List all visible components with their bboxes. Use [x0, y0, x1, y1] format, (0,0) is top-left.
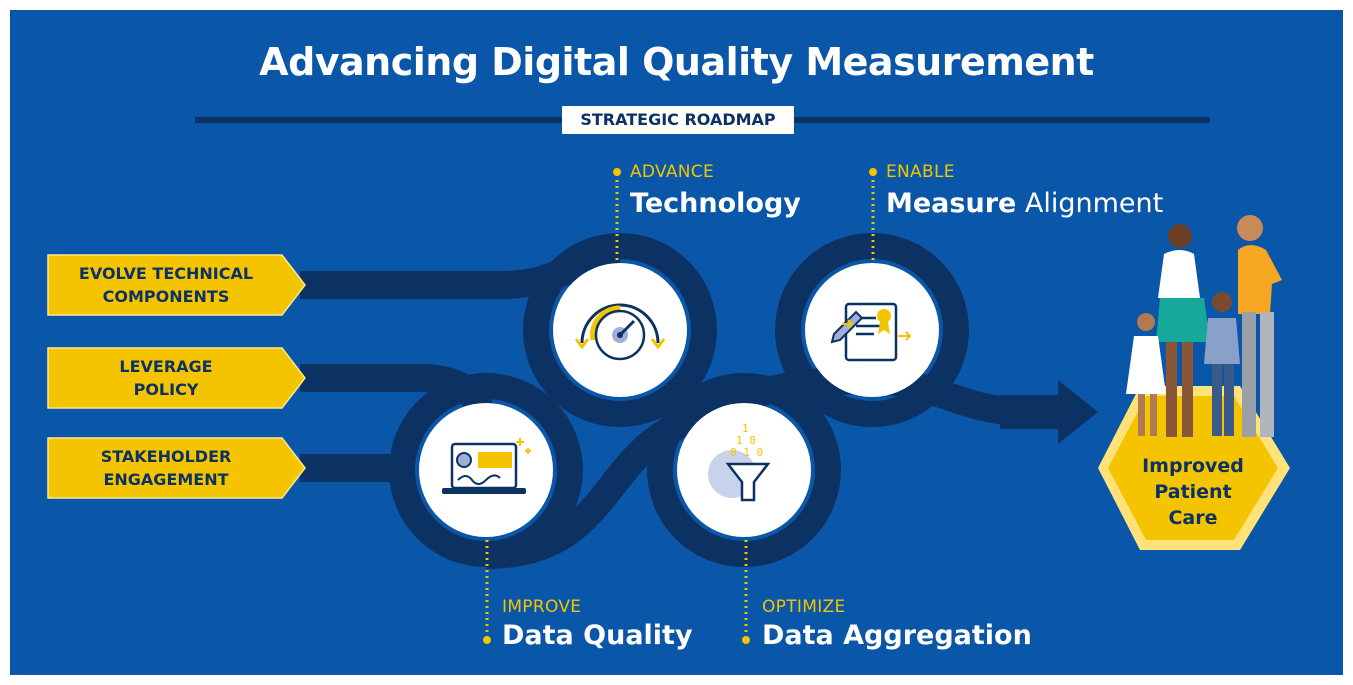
- badge-measure: [805, 263, 939, 397]
- input-label-1-line2: COMPONENTS: [102, 287, 230, 306]
- goal-label-line3: Care: [1168, 507, 1218, 529]
- milestone-technology-verb: ADVANCE: [630, 162, 715, 182]
- input-label-2: LEVERAGE POLICY: [50, 355, 282, 401]
- speedometer-icon: [574, 303, 666, 361]
- milestone-technology-title-bold: Technology: [630, 188, 801, 219]
- milestone-measure-title-bold: Measure: [886, 188, 1017, 219]
- goal-label-line2: Patient: [1154, 481, 1232, 503]
- leader-dot-quality: [483, 636, 491, 644]
- input-label-3-line2: ENGAGEMENT: [103, 470, 229, 489]
- badge-quality: [419, 403, 553, 537]
- input-label-1-line1: EVOLVE TECHNICAL: [78, 264, 254, 283]
- leader-dot-technology: [613, 168, 621, 176]
- milestone-quality-title-bold: Data Quality: [502, 620, 693, 651]
- milestone-measure-verb: ENABLE: [886, 162, 955, 182]
- laptop-chart-icon: [442, 438, 531, 494]
- subtitle-badge: STRATEGIC ROADMAP: [562, 106, 794, 134]
- input-label-3: STAKEHOLDER ENGAGEMENT: [50, 445, 282, 491]
- ring-technology: [523, 233, 717, 427]
- input-arrow-3: [47, 437, 306, 499]
- milestone-measure-title-rest: Alignment: [1016, 188, 1164, 219]
- svg-text:0 1 0: 0 1 0: [730, 446, 763, 459]
- input-label-2-line2: POLICY: [133, 380, 199, 399]
- svg-text:1 0: 1 0: [736, 434, 756, 447]
- milestone-measure-title: Measure Alignment: [886, 188, 1163, 219]
- milestone-quality-verb: IMPROVE: [502, 597, 582, 617]
- milestone-quality-title: Data Quality: [502, 620, 693, 651]
- goal-label: Improved Patient Care: [1118, 453, 1268, 531]
- milestone-aggregation-title-bold: Data Aggregation: [762, 620, 1032, 651]
- input-label-3-line1: STAKEHOLDER: [100, 447, 232, 466]
- leader-dot-measure: [869, 168, 877, 176]
- funnel-data-icon: 0 1 0 1 0 1: [708, 422, 771, 502]
- input-label-1: EVOLVE TECHNICAL COMPONENTS: [50, 262, 282, 308]
- ring-aggregation: [647, 373, 841, 567]
- input-arrow-2: [47, 347, 306, 409]
- input-label-2-line1: LEVERAGE: [119, 357, 213, 376]
- family-icon: [1126, 215, 1282, 437]
- badge-aggregation: 0 1 0 1 0 1: [677, 403, 811, 537]
- badge-technology: [553, 263, 687, 397]
- goal-arrow: [1000, 380, 1098, 444]
- milestone-technology-title: Technology: [630, 188, 801, 219]
- certificate-icon: [830, 302, 912, 362]
- goal-label-line1: Improved: [1142, 455, 1244, 477]
- leader-dot-aggregation: [742, 636, 750, 644]
- milestone-aggregation-verb: OPTIMIZE: [762, 597, 846, 617]
- page-title: Advancing Digital Quality Measurement: [259, 40, 1094, 84]
- input-arrow-1: [47, 254, 306, 316]
- milestone-aggregation-title: Data Aggregation: [762, 620, 1032, 651]
- svg-text:1: 1: [742, 422, 749, 435]
